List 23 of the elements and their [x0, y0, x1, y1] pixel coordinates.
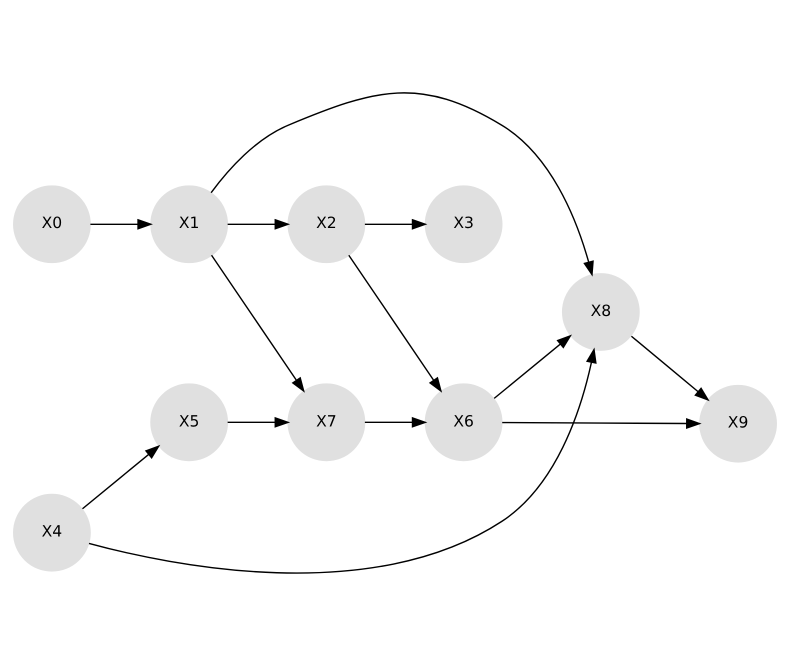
arrow [348, 254, 442, 392]
node-circle: X8 [562, 272, 640, 350]
node-circle: X4 [13, 493, 91, 572]
node-circle: X1 [150, 184, 228, 263]
arrow [228, 416, 290, 428]
arrow [494, 334, 572, 398]
node-circle: X2 [287, 184, 366, 263]
arrow [210, 92, 594, 276]
arrow [364, 218, 428, 230]
node-circle: X5 [150, 382, 228, 461]
node-circle: X7 [287, 382, 366, 461]
arrow [210, 254, 305, 392]
node-circle: X6 [424, 382, 503, 461]
arrow [82, 444, 160, 509]
arrow [90, 218, 153, 230]
arrow [630, 335, 710, 401]
node-circle: X0 [13, 184, 91, 263]
arrow [502, 418, 702, 428]
node-circle: X9 [699, 384, 777, 462]
arrow [364, 416, 428, 428]
node-circle: X3 [424, 184, 503, 263]
arrow [228, 218, 290, 230]
arrow [88, 347, 597, 573]
